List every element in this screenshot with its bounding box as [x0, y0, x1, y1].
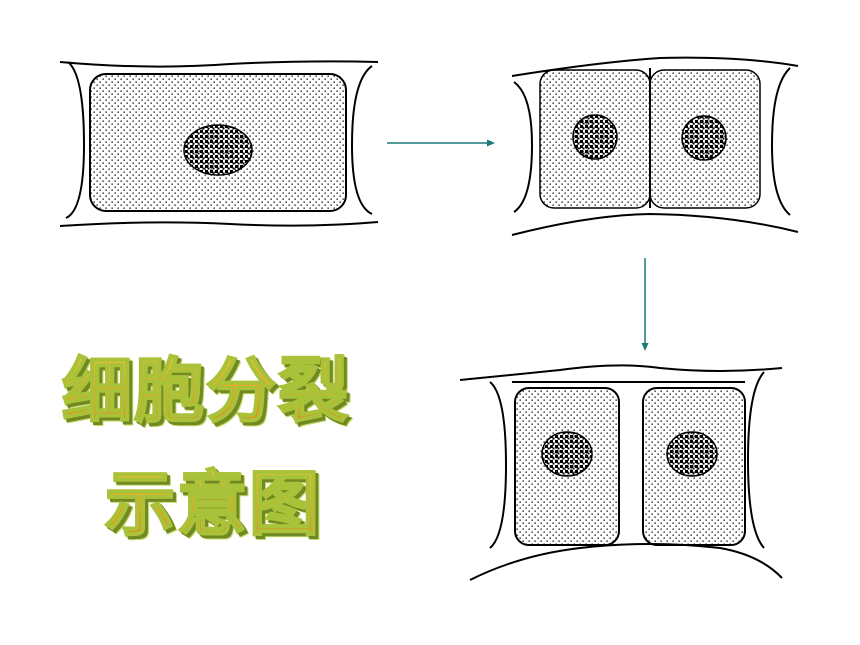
cell-wall-right: [746, 371, 765, 549]
cell-wall-top: [511, 56, 799, 77]
cell-wall-bottom: [469, 543, 783, 581]
nucleus: [183, 124, 253, 176]
arrow-down: [641, 258, 649, 351]
cell-wall-top: [59, 60, 379, 68]
cell-wall-bottom: [59, 221, 379, 227]
cell-stage-3: [459, 364, 783, 581]
nucleus-left: [572, 114, 618, 160]
cell-wall-bottom: [511, 212, 799, 236]
cell-stage-1: [59, 60, 379, 227]
cell-wall-right: [350, 65, 373, 215]
cell-wall-left: [489, 381, 508, 549]
cell-wall-left: [65, 61, 86, 219]
cell-stage-2: [511, 56, 799, 236]
diagram-title-line-2: 示意图: [104, 448, 321, 549]
cell-wall-right: [770, 67, 791, 216]
arrow-right: [387, 139, 495, 147]
daughter-nucleus-right: [666, 431, 718, 477]
daughter-nucleus-left: [541, 431, 593, 477]
nucleus-right: [681, 115, 727, 161]
cell-wall-top: [459, 364, 783, 381]
cell-wall-left: [513, 81, 534, 213]
diagram-title-line-1: 细胞分裂: [61, 335, 350, 436]
